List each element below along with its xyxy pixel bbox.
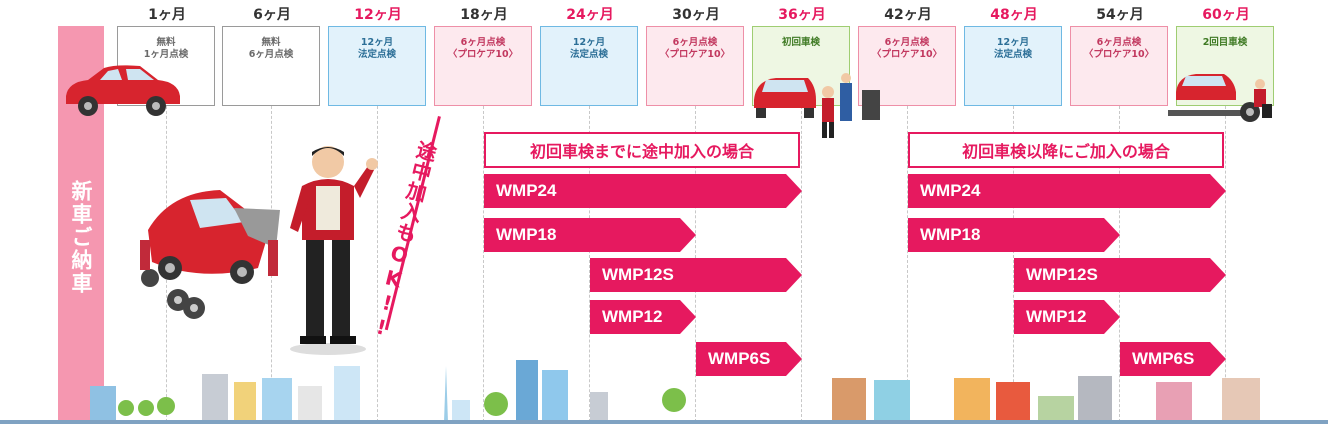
section-label: 初回車検以降にご加入の場合 bbox=[908, 132, 1224, 168]
inspection-box: 6ヶ月点検 〈プロケア10〉 bbox=[646, 26, 744, 106]
timeline-gridline bbox=[483, 106, 484, 422]
inspection-box: 12ヶ月 法定点検 bbox=[328, 26, 426, 106]
month-label: 36ヶ月 bbox=[778, 7, 826, 23]
plan-name: WMP12S bbox=[1026, 265, 1098, 284]
month-label: 24ヶ月 bbox=[566, 7, 614, 23]
timeline-gridline bbox=[1013, 106, 1014, 422]
month-label: 54ヶ月 bbox=[1096, 7, 1144, 23]
inspection-text: 無料 1ヶ月点検 bbox=[143, 37, 189, 60]
inspection-box: 6ヶ月点検 〈プロケア10〉 bbox=[434, 26, 532, 106]
month-label: 48ヶ月 bbox=[990, 7, 1038, 23]
first-inspection-illustration bbox=[754, 73, 880, 138]
delivery-label: 新車ご納車 bbox=[69, 180, 93, 295]
timeline-gridline bbox=[589, 106, 590, 422]
plan-name: WMP24 bbox=[920, 181, 981, 200]
timeline-gridline bbox=[907, 106, 908, 422]
inspection-text: 12ヶ月 法定点検 bbox=[569, 37, 608, 60]
mechanic-illustration bbox=[290, 146, 378, 355]
plan-name: WMP18 bbox=[496, 225, 557, 244]
timeline-gridline bbox=[1225, 106, 1226, 422]
plan-name: WMP12 bbox=[602, 307, 663, 326]
month-label: 30ヶ月 bbox=[672, 7, 720, 23]
month-label: 18ヶ月 bbox=[460, 7, 508, 23]
inspection-box: 6ヶ月点検 〈プロケア10〉 bbox=[1070, 26, 1168, 106]
plan-arrow: WMP6S bbox=[696, 342, 802, 376]
timeline-gridline bbox=[377, 106, 378, 422]
plan-name: WMP24 bbox=[496, 181, 557, 200]
plan-name: WMP12S bbox=[602, 265, 674, 284]
cityscape-illustration bbox=[90, 360, 1260, 422]
inspection-text: 6ヶ月点検 〈プロケア10〉 bbox=[871, 37, 943, 60]
plan-arrow: WMP6S bbox=[1120, 342, 1226, 376]
second-inspection-illustration bbox=[1168, 74, 1272, 122]
service-car-illustration bbox=[140, 190, 280, 319]
plan-arrow: WMP12S bbox=[590, 258, 802, 292]
plan-name: WMP6S bbox=[1132, 349, 1195, 368]
inspection-box: 無料 6ヶ月点検 bbox=[222, 26, 320, 106]
section-label: 初回車検までに途中加入の場合 bbox=[484, 132, 800, 168]
plan-arrow: WMP12S bbox=[1014, 258, 1226, 292]
inspection-box: 12ヶ月 法定点検 bbox=[540, 26, 638, 106]
inspection-text: 6ヶ月点検 〈プロケア10〉 bbox=[659, 37, 731, 60]
inspection-text: 2回目車検 bbox=[1202, 37, 1248, 48]
plan-arrow: WMP12 bbox=[590, 300, 696, 334]
plan-arrow: WMP18 bbox=[484, 218, 696, 252]
delivery-car-illustration bbox=[66, 65, 180, 116]
inspection-text: 6ヶ月点検 〈プロケア10〉 bbox=[447, 37, 519, 60]
month-label: 1ヶ月 bbox=[148, 7, 186, 23]
inspection-text: 初回車検 bbox=[781, 37, 820, 48]
ground-line bbox=[0, 420, 1328, 424]
plan-arrow: WMP24 bbox=[908, 174, 1226, 208]
month-label: 6ヶ月 bbox=[253, 7, 291, 23]
timeline-gridline bbox=[801, 106, 802, 422]
month-label: 42ヶ月 bbox=[884, 7, 932, 23]
month-label: 60ヶ月 bbox=[1202, 7, 1250, 23]
plan-name: WMP12 bbox=[1026, 307, 1087, 326]
inspection-text: 12ヶ月 法定点検 bbox=[993, 37, 1032, 60]
inspection-box: 12ヶ月 法定点検 bbox=[964, 26, 1062, 106]
inspection-text: 無料 6ヶ月点検 bbox=[248, 37, 294, 60]
plan-arrow: WMP12 bbox=[1014, 300, 1120, 334]
plan-arrow: WMP18 bbox=[908, 218, 1120, 252]
plan-arrow: WMP24 bbox=[484, 174, 802, 208]
plan-name: WMP6S bbox=[708, 349, 771, 368]
inspection-text: 6ヶ月点検 〈プロケア10〉 bbox=[1083, 37, 1155, 60]
plan-name: WMP18 bbox=[920, 225, 981, 244]
inspection-text: 12ヶ月 法定点検 bbox=[357, 37, 396, 60]
month-label: 12ヶ月 bbox=[354, 7, 402, 23]
